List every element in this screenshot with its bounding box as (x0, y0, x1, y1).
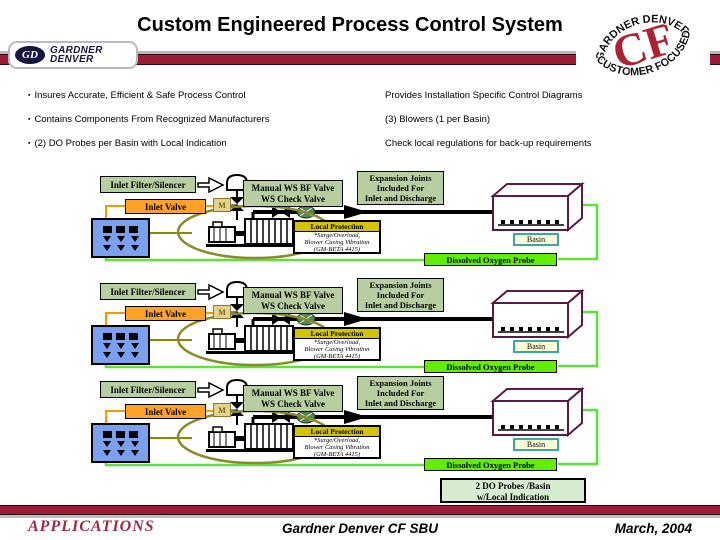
basin-icon (490, 288, 585, 340)
manual-valve-label: Manual WS BF Valve WS Check Valve (243, 287, 343, 314)
bullet-marker-icon: ▪ (28, 140, 31, 147)
valve-actuator-badge: M (213, 305, 231, 319)
bullet-left-2: ▪Contains Components From Recognized Man… (28, 114, 270, 125)
panel-button-row (102, 351, 139, 358)
blower-train-row: Inlet Filter/Silencer Manual WS BF Valve… (0, 170, 720, 270)
butterfly-valve-icon (230, 402, 244, 425)
footer-silver-rule (0, 515, 720, 518)
bullet-marker-icon: ▪ (28, 116, 31, 123)
inlet-valve-label: Inlet Valve (125, 199, 206, 214)
panel-button-row (102, 235, 139, 242)
footer-maroon-rule (0, 506, 720, 514)
control-panel (91, 218, 150, 258)
bullet-right-3: Check local regulations for back-up requ… (385, 138, 592, 149)
inlet-filter-label: Inlet Filter/Silencer (100, 381, 196, 398)
butterfly-valve-icon (230, 304, 244, 327)
do-signal-wire-right (558, 408, 599, 466)
blower-train-row: Inlet Filter/Silencer Manual WS BF Valve… (0, 375, 720, 475)
valve-actuator-badge: M (213, 198, 231, 212)
flow-arrow-icon (197, 176, 225, 194)
bullet-right-2: (3) Blowers (1 per Basin) (385, 114, 491, 125)
gd-monogram-icon: GD (15, 46, 45, 64)
manual-valve-label: Manual WS BF Valve WS Check Valve (243, 180, 343, 207)
dissolved-oxygen-probe-label: Dissolved Oxygen Probe (424, 253, 557, 266)
page-title: Custom Engineered Process Control System (137, 14, 563, 36)
bullet-marker-icon: ▪ (28, 92, 31, 99)
butterfly-valve-icon (230, 197, 244, 220)
inlet-valve-label: Inlet Valve (125, 306, 206, 321)
inlet-valve-label: Inlet Valve (125, 404, 206, 419)
manual-valve-label: Manual WS BF Valve WS Check Valve (243, 385, 343, 412)
footer-section-label: APPLICATIONS (28, 518, 155, 535)
inlet-filter-label: Inlet Filter/Silencer (100, 283, 196, 300)
process-flow-art (104, 280, 599, 369)
local-protection-box: Local Protection *Surge/Overload, Blower… (293, 220, 381, 254)
customer-focused-stamp-logo: CF GARDNER DENVER CUSTOMER FOCUSED (576, 0, 710, 92)
flow-direction-arrow (344, 410, 368, 424)
blower-icon (206, 218, 310, 247)
basin-label: Basin (513, 340, 559, 353)
dissolved-oxygen-probe-label: Dissolved Oxygen Probe (424, 458, 557, 471)
local-protection-box: Local Protection *Surge/Overload, Blower… (293, 425, 381, 459)
inlet-valve-wire (105, 312, 125, 325)
expansion-joints-label: Expansion Joints Included For Inlet and … (357, 171, 444, 205)
local-protection-title: Local Protection (295, 329, 379, 339)
local-protection-title: Local Protection (295, 222, 379, 232)
bullet-left-3: ▪(2) DO Probes per Basin with Local Indi… (28, 138, 227, 149)
basin-label: Basin (513, 438, 559, 451)
gd-logo-wordmark: GARDNER DENVER (50, 44, 103, 65)
panel-display-slots (103, 332, 138, 340)
basin-icon (490, 181, 585, 233)
do-probes-note: 2 DO Probes /Basin w/Local Indication (440, 478, 586, 503)
panel-button-row (102, 342, 139, 349)
do-signal-wire-right (558, 310, 599, 368)
process-flow-art (104, 378, 599, 467)
bullet-right-1: Provides Installation Specific Control D… (385, 90, 583, 101)
flow-arrow-icon (197, 283, 225, 301)
control-panel (91, 325, 150, 365)
inlet-filter-label: Inlet Filter/Silencer (100, 176, 196, 193)
blower-train-row: Inlet Filter/Silencer Manual WS BF Valve… (0, 277, 720, 377)
flow-arrow-icon (197, 381, 225, 399)
expansion-joints-label: Expansion Joints Included For Inlet and … (357, 278, 444, 312)
do-signal-wire-right (558, 203, 599, 261)
panel-display-slots (103, 430, 138, 438)
blower-icon (206, 325, 310, 354)
dissolved-oxygen-probe-label: Dissolved Oxygen Probe (424, 360, 557, 373)
panel-button-row (102, 244, 139, 251)
flow-direction-arrow (344, 312, 368, 326)
control-panel (91, 423, 150, 463)
flow-direction-arrow (344, 205, 368, 219)
footer-org-label: Gardner Denver CF SBU (281, 521, 439, 536)
basin-icon (490, 386, 585, 438)
expansion-joints-label: Expansion Joints Included For Inlet and … (357, 376, 444, 410)
header-maroon-rule (0, 55, 720, 64)
inlet-valve-wire (105, 205, 125, 218)
valve-actuator-badge: M (213, 403, 231, 417)
inlet-valve-wire (105, 410, 125, 423)
gardner-denver-logo: GD GARDNER DENVER (8, 41, 138, 69)
footer-date-label: March, 2004 (614, 521, 692, 536)
panel-button-row (102, 440, 139, 447)
basin-label: Basin (513, 233, 559, 246)
local-protection-box: Local Protection *Surge/Overload, Blower… (293, 327, 381, 361)
bullet-left-1: ▪Insures Accurate, Efficient & Safe Proc… (28, 90, 246, 101)
panel-display-slots (103, 225, 138, 233)
header-silver-rule (0, 51, 720, 54)
local-protection-title: Local Protection (295, 427, 379, 437)
cf-stamp-icon: CF GARDNER DENVER CUSTOMER FOCUSED (584, 0, 703, 91)
panel-button-row (102, 449, 139, 456)
